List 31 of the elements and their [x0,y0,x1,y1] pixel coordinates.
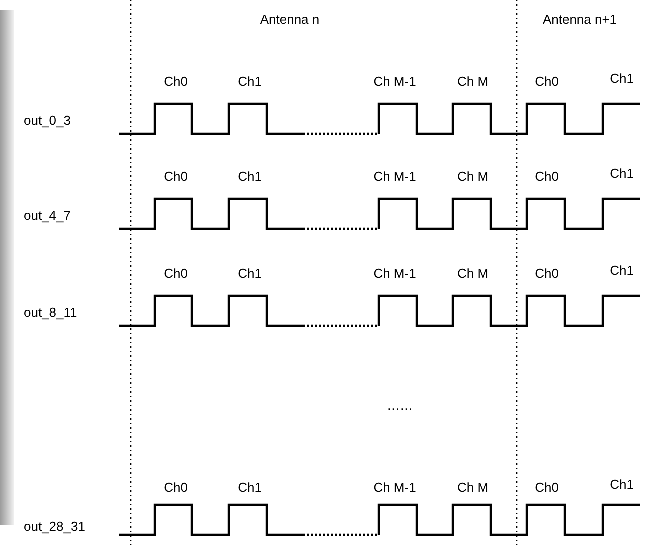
channel-label: Ch M [457,169,489,185]
channel-label: Ch1 [610,263,634,279]
signal-name: out_28_31 [24,519,86,535]
channel-label: Ch1 [238,480,262,496]
channel-label: Ch0 [164,74,188,90]
channel-label: Ch0 [164,266,188,282]
channel-label: Ch0 [164,169,188,185]
channel-label: Ch M [457,74,489,90]
channel-label: Ch1 [238,169,262,185]
channel-label: Ch M [457,480,489,496]
channel-label: Ch1 [610,166,634,182]
channel-label: Ch M-1 [374,480,416,496]
channel-label: Ch1 [610,477,634,493]
section-label: Antenna n [260,12,320,28]
ellipsis-label: …… [387,398,413,414]
channel-label: Ch0 [535,169,559,185]
channel-label: Ch1 [238,266,262,282]
channel-label: Ch M-1 [374,74,416,90]
signal-name: out_4_7 [24,208,71,224]
channel-label: Ch M-1 [374,266,416,282]
channel-label: Ch1 [610,71,634,87]
channel-label: Ch M [457,266,489,282]
signal-name: out_8_11 [24,305,78,321]
section-label: Antenna n+1 [542,12,618,28]
channel-label: Ch0 [535,74,559,90]
channel-label: Ch1 [238,74,262,90]
channel-label: Ch0 [164,480,188,496]
channel-label: Ch0 [535,266,559,282]
channel-label: Ch M-1 [374,169,416,185]
signal-name: out_0_3 [24,113,71,129]
channel-label: Ch0 [535,480,559,496]
